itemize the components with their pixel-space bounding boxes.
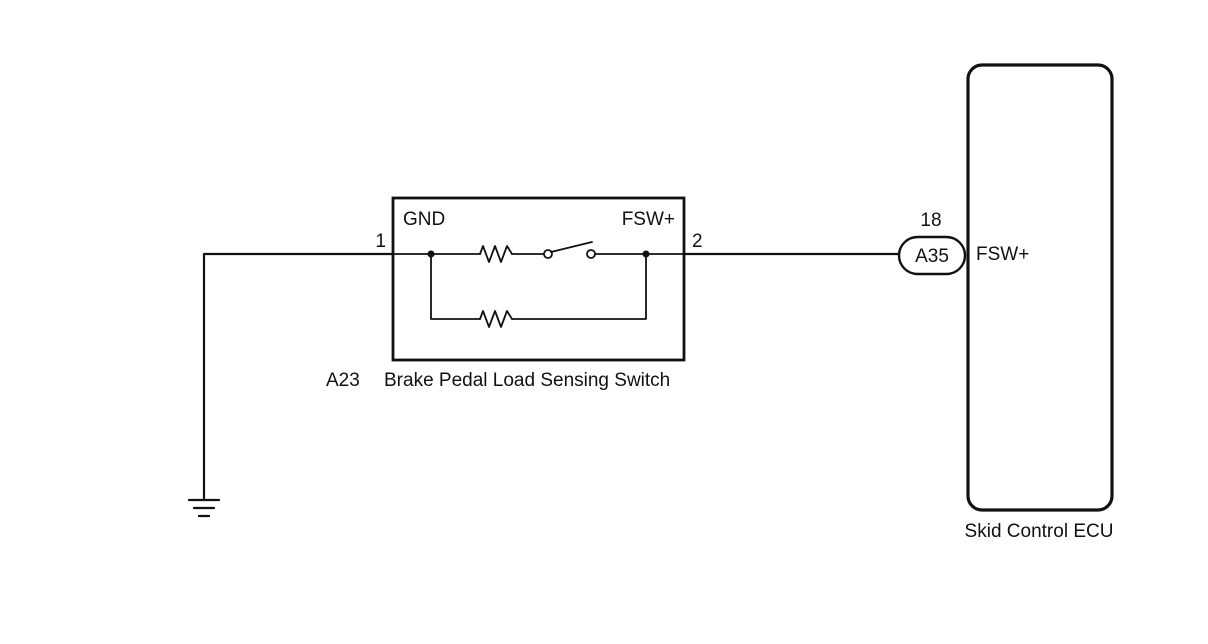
ground-icon (187, 498, 221, 518)
switch-name-label: Brake Pedal Load Sensing Switch (384, 370, 670, 391)
ecu-name-label: Skid Control ECU (965, 521, 1114, 542)
ecu-box (966, 63, 1114, 512)
switch-internal-circuit (392, 241, 685, 328)
connector-a35 (897, 235, 967, 276)
switch-pin-1-label: 1 (375, 231, 386, 252)
switch-fsw-label: FSW+ (622, 209, 675, 230)
junction-dot (427, 250, 435, 258)
ecu-terminal-label: FSW+ (976, 244, 1029, 265)
switch-contact-icon (543, 249, 553, 259)
ground-wire (202, 252, 395, 500)
switch-blade-icon (550, 241, 593, 253)
switch-code-label: A23 (326, 370, 360, 391)
switch-pin-2-label: 2 (692, 231, 703, 252)
resistor-icon (479, 245, 513, 263)
switch-box (391, 196, 686, 362)
junction-dot (642, 250, 650, 258)
switch-gnd-label: GND (403, 209, 445, 230)
connector-code-label: A35 (915, 246, 949, 267)
switch-contact-icon (586, 249, 596, 259)
connector-pin-label: 18 (920, 210, 941, 231)
resistor-icon (479, 310, 513, 328)
